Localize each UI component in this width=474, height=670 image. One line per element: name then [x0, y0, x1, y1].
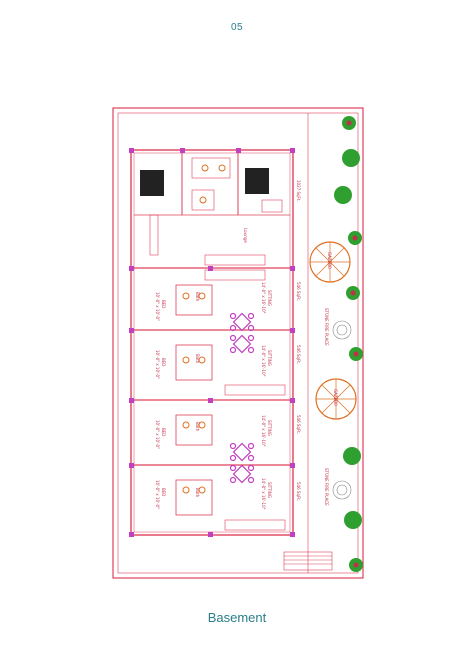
bath-label-3: Bath	[195, 422, 200, 432]
bed-label-2: BED	[161, 358, 166, 366]
unit-1-area-label: 546 SqFt.	[296, 282, 301, 301]
bed-dims-2: 10'-0" x 10'-0"	[155, 350, 160, 379]
fire-place-label-1: STONE FIRE PLACE	[324, 308, 329, 346]
sitting-label-2: SITTING	[267, 350, 272, 366]
gazebo-label-1: GAZEBO	[327, 252, 332, 269]
unit-3-area-label: 546 SqFt.	[296, 415, 301, 434]
trees	[334, 116, 363, 572]
bed-dims-3: 10'-0" x 10'-0"	[155, 420, 160, 449]
gazebo-top	[309, 241, 351, 283]
gazebo-label-2: GAZEBO	[333, 389, 338, 406]
bath-label-1: Bath	[195, 292, 200, 302]
fire-place-label-2: STONE FIRE PLACE	[324, 468, 329, 506]
gazebo-bottom	[315, 378, 357, 420]
top-area-label: 1027 SqFt.	[296, 180, 301, 202]
sitting-dims-1: 14'-0" x 16'-10"	[261, 282, 266, 314]
bed-label-3: BED	[161, 428, 166, 436]
stone-fire-place-top	[332, 320, 352, 340]
sitting-dims-4: 14'-0" x 16'-10"	[261, 478, 266, 510]
stone-fire-place-bottom	[332, 480, 352, 500]
bed-label-4: BED	[161, 488, 166, 496]
bed-dims-4: 10'-0" x 10'-0"	[155, 480, 160, 509]
sitting-label-4: SITTING	[267, 482, 272, 498]
building-outline	[130, 149, 294, 536]
sitting-label-1: SITTING	[267, 290, 272, 306]
bed-dims-1: 10'-0" x 10'-0"	[155, 292, 160, 321]
plan-caption: Basement	[207, 610, 267, 625]
unit-4-area-label: 546 SqFt.	[296, 482, 301, 501]
lounge-label: Lounge	[243, 228, 248, 243]
bath-label-2: Bath	[195, 354, 200, 364]
bath-label-4: Bath	[195, 488, 200, 498]
entrance-stairs	[283, 551, 333, 571]
sitting-dims-3: 14'-0" x 16'-10"	[261, 415, 266, 447]
sitting-label-3: SITTING	[267, 420, 272, 436]
unit-2-area-label: 546 SqFt.	[296, 345, 301, 364]
plot-inner-boundary	[117, 112, 359, 574]
bed-label-1: BED	[161, 300, 166, 308]
page-number: 05	[230, 22, 244, 33]
sitting-dims-2: 14'-0" x 16'-10"	[261, 345, 266, 377]
